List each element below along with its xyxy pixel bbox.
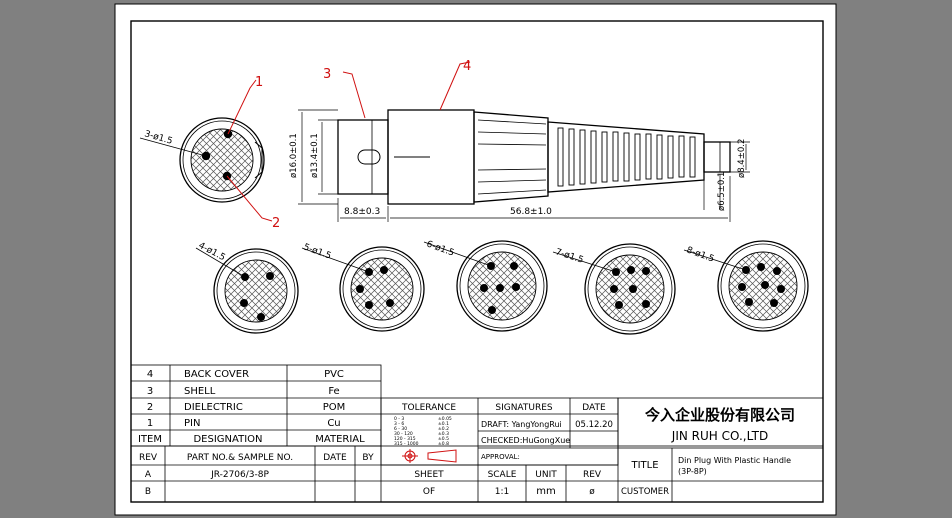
dim-d65: ø6.5±0.1 — [717, 172, 727, 211]
bom-item-4: 4 — [147, 369, 153, 380]
checked-value: CHECKED:HuGongXue — [481, 436, 570, 445]
dim-l88: 8.8±0.3 — [344, 207, 380, 217]
sheet-value: OF — [423, 487, 435, 497]
callout-3: 3 — [323, 67, 331, 82]
callout-4: 4 — [463, 59, 471, 74]
sheet-label: SHEET — [414, 470, 444, 480]
dim-d134: ø13.4±0.1 — [310, 133, 320, 178]
svg-text:120 - 315: 120 - 315 — [394, 436, 416, 442]
rev-header: REV — [139, 453, 158, 463]
svg-text:6 - 30: 6 - 30 — [394, 426, 407, 432]
title-label: TITLE — [630, 460, 658, 471]
view-5pin — [301, 246, 425, 332]
tolerance-table: 0 - 3 ±0.05 3 - 6 ±0.1 6 - 30 ±0.2 30 - … — [394, 416, 452, 447]
tolerance-label: TOLERANCE — [401, 403, 456, 413]
bom-item-2: 2 — [147, 402, 153, 413]
projection-symbol-icon — [402, 449, 457, 463]
bom-designation-2: DIELECTRIC — [184, 402, 243, 413]
side-dimensions — [298, 109, 750, 222]
draft-value: DRAFT: YangYongRui — [481, 420, 562, 429]
svg-text:3 - 6: 3 - 6 — [394, 421, 404, 427]
svg-text:±0.5: ±0.5 — [438, 436, 449, 442]
view-7pin — [552, 243, 676, 335]
customer-label: CUSTOMER — [621, 487, 669, 497]
view-4pin — [195, 247, 299, 334]
dim-l568: 56.8±1.0 — [510, 207, 552, 217]
rev-a: A — [145, 470, 152, 480]
by-header: BY — [362, 453, 374, 463]
callout-2: 2 — [272, 216, 280, 231]
company-name-cn: 今入企业股份有限公司 — [644, 406, 795, 424]
title-value-line1: Din Plug With Plastic Handle — [678, 456, 791, 465]
bom-material-4: PVC — [324, 369, 344, 380]
part-header: PART NO.& SAMPLE NO. — [187, 453, 293, 463]
unit-value: mm — [536, 486, 555, 497]
bom-designation-4: BACK COVER — [184, 369, 249, 380]
part-number: JR-2706/3-8P — [210, 470, 269, 480]
date-header: DATE — [323, 453, 347, 463]
signatures-label: SIGNATURES — [495, 403, 553, 413]
svg-text:±0.2: ±0.2 — [438, 426, 449, 432]
svg-text:±0.1: ±0.1 — [438, 421, 449, 427]
bom-header-designation: DESIGNATION — [193, 434, 262, 445]
dim-d16: ø16.0±0.1 — [289, 133, 299, 178]
bom-material-3: Fe — [328, 386, 339, 397]
side-view — [337, 109, 731, 205]
svg-text:±0.05: ±0.05 — [438, 416, 452, 422]
rev-b: B — [145, 487, 151, 497]
scale-label: SCALE — [488, 470, 517, 480]
bom-item-3: 3 — [147, 386, 153, 397]
rev-value: ø — [589, 487, 595, 497]
callout-leaders — [226, 61, 471, 222]
bom-header-item: ITEM — [138, 434, 162, 445]
bom-designation-1: PIN — [184, 418, 200, 429]
svg-text:±0.3: ±0.3 — [438, 431, 449, 437]
bom-material-1: Cu — [327, 418, 340, 429]
title-block-lines — [130, 397, 824, 503]
date-value: 05.12.20 — [575, 420, 613, 430]
scale-value: 1:1 — [495, 487, 509, 497]
bom-material-2: POM — [323, 402, 346, 413]
svg-text:30 - 120: 30 - 120 — [394, 431, 413, 437]
date-label: DATE — [582, 403, 606, 413]
svg-text:315 - 1000: 315 - 1000 — [394, 441, 419, 447]
dim-d84: ø8.4±0.2 — [737, 139, 747, 178]
rev-label: REV — [583, 470, 602, 480]
bom-header-material: MATERIAL — [315, 434, 365, 445]
callout-1: 1 — [255, 75, 263, 90]
svg-text:±0.8: ±0.8 — [438, 441, 449, 447]
view-6pin — [423, 240, 548, 332]
approval-label: APPROVAL: — [481, 453, 520, 461]
title-value-line2: (3P-8P) — [678, 467, 707, 476]
view-8pin — [683, 240, 809, 332]
bom-designation-3: SHELL — [184, 386, 216, 397]
svg-text:0 - 3: 0 - 3 — [394, 416, 404, 422]
bom-item-1: 1 — [147, 418, 153, 429]
company-name-en: JIN RUH CO.,LTD — [671, 429, 768, 443]
unit-label: UNIT — [535, 470, 557, 480]
